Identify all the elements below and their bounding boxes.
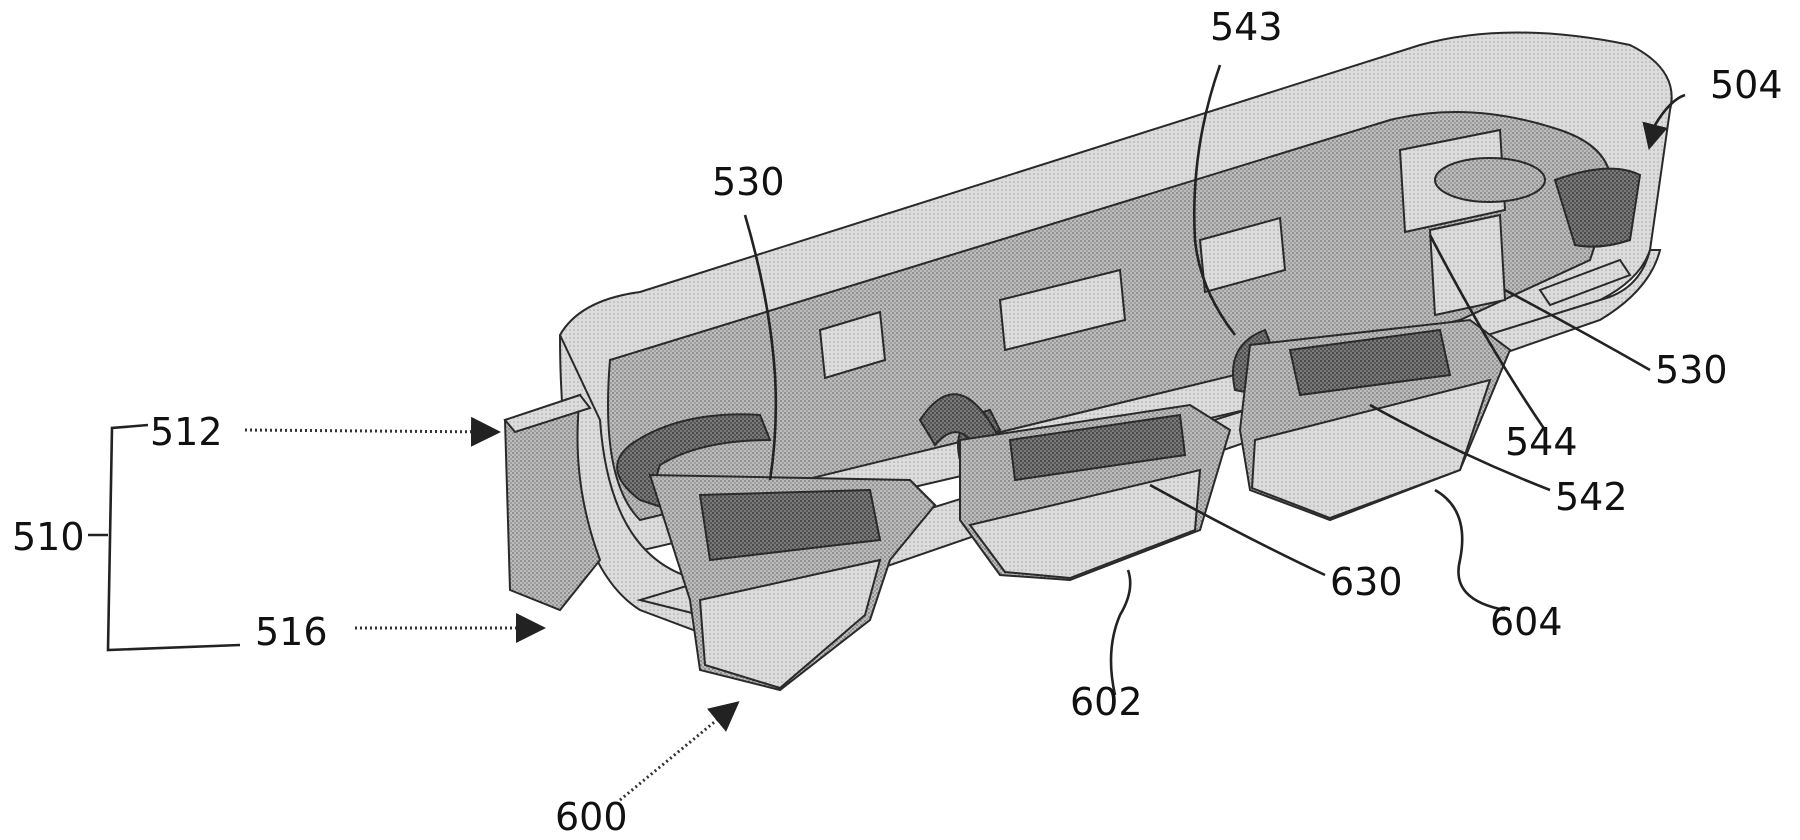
ref-530-left: 530 (712, 160, 785, 204)
ref-530-right: 530 (1655, 348, 1728, 392)
leader-530-right (1504, 288, 1651, 372)
ref-600: 600 (555, 795, 628, 839)
insert-600 (648, 473, 937, 692)
leader-lines (88, 64, 1686, 802)
reference-numerals: 504 543 530 530 544 542 630 604 602 600 … (12, 5, 1783, 839)
leader-544 (1428, 234, 1547, 431)
leader-530-left (743, 214, 778, 481)
leader-630 (1149, 483, 1326, 577)
bracket-510 (106, 423, 241, 652)
ref-543: 543 (1210, 5, 1283, 49)
leader-602 (1109, 569, 1132, 696)
leader-512 (244, 416, 501, 447)
leader-543 (1192, 64, 1237, 336)
insert-604 (1238, 318, 1512, 522)
leader-504 (1642, 93, 1686, 151)
ref-512: 512 (150, 410, 223, 454)
leader-604 (1434, 488, 1506, 612)
insert-602 (959, 403, 1232, 582)
ref-504: 504 (1710, 63, 1783, 107)
ref-510: 510 (12, 515, 85, 559)
ref-630: 630 (1330, 560, 1403, 604)
leader-542 (1369, 403, 1551, 492)
ref-544: 544 (1505, 420, 1578, 464)
ref-516: 516 (255, 610, 328, 654)
ref-542: 542 (1555, 475, 1628, 519)
leader-600 (619, 701, 740, 802)
ref-604: 604 (1490, 600, 1563, 644)
ref-602: 602 (1070, 680, 1143, 724)
